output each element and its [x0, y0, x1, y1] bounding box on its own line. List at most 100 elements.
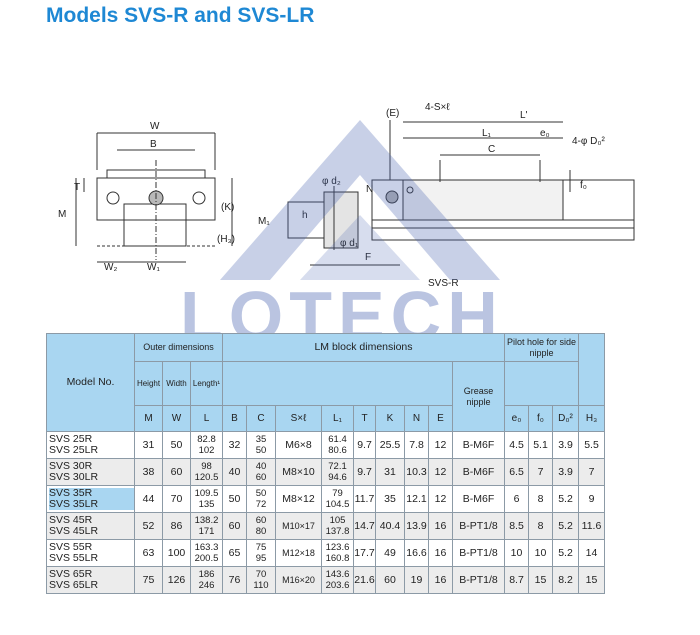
dim-W2: W₂	[104, 262, 117, 273]
height-header: Height	[134, 361, 163, 406]
blank-header	[578, 333, 605, 406]
cell-S: M8×10	[275, 458, 322, 486]
dim-N: N	[366, 184, 373, 195]
cell-N: 19	[404, 566, 429, 594]
sym-H3: H₃	[578, 405, 605, 432]
dim-B: B	[150, 139, 157, 150]
dim-f0: f₀	[580, 180, 587, 191]
sym-L1: L₁	[321, 405, 354, 432]
dim-W1: W₁	[147, 262, 160, 273]
sym-M: M	[134, 405, 163, 432]
cell-D0: 5.2	[552, 485, 579, 513]
cell-M: 52	[134, 512, 163, 540]
cell-H3: 15	[578, 566, 605, 594]
cell-grease: B-PT1/8	[452, 566, 505, 594]
cell-B: 65	[222, 539, 247, 567]
sym-L: L	[190, 405, 223, 432]
cell-f0: 15	[528, 566, 553, 594]
cell-D0: 3.9	[552, 431, 579, 459]
dim-d2: φ d₂	[322, 176, 341, 187]
sym-B: B	[222, 405, 247, 432]
cell-K: 60	[375, 566, 405, 594]
cell-N: 13.9	[404, 512, 429, 540]
cell-E: 12	[428, 485, 453, 513]
cell-S: M6×8	[275, 431, 322, 459]
cell-f0: 8	[528, 485, 553, 513]
cell-T: 9.7	[353, 431, 376, 459]
cell-H3: 7	[578, 458, 605, 486]
cell-e0: 8.7	[504, 566, 529, 594]
sym-S: S×ℓ	[275, 405, 322, 432]
cell-E: 16	[428, 539, 453, 567]
cell-W: 126	[162, 566, 191, 594]
dim-d1: φ d₁	[340, 238, 359, 249]
dim-M: M	[58, 209, 66, 220]
cell-S: M16×20	[275, 566, 322, 594]
cell-D0: 3.9	[552, 458, 579, 486]
sym-e0: e₀	[504, 405, 529, 432]
block-side	[402, 179, 564, 221]
dim-L1: L₁	[482, 128, 492, 139]
cell-f0: 5.1	[528, 431, 553, 459]
cell-K: 49	[375, 539, 405, 567]
spec-table: Model No. Outer dimensions LM block dime…	[46, 333, 605, 594]
technical-drawing: W B T M (K) (H₃) W₂ W₁ (E) 4-S×ℓ L' L₁ e…	[58, 102, 635, 289]
cell-f0: 10	[528, 539, 553, 567]
dim-S: 4-S×ℓ	[425, 102, 450, 113]
cell-grease: B-PT1/8	[452, 512, 505, 540]
cell-H3: 9	[578, 485, 605, 513]
lm-block-header: LM block dimensions	[222, 333, 505, 362]
sym-D0: D₀²	[552, 405, 579, 432]
cell-S: M10×17	[275, 512, 322, 540]
dim-h: h	[302, 210, 308, 221]
cell-T: 9.7	[353, 458, 376, 486]
cell-K: 40.4	[375, 512, 405, 540]
length-header: Length¹	[190, 361, 223, 406]
dim-T: T	[74, 182, 80, 193]
cell-M: 31	[134, 431, 163, 459]
cell-H3: 14	[578, 539, 605, 567]
dim-H3: (H₃)	[217, 234, 235, 245]
cell-W: 50	[162, 431, 191, 459]
sym-W: W	[162, 405, 191, 432]
cell-M: 38	[134, 458, 163, 486]
dim-C: C	[488, 144, 495, 155]
sym-f0: f₀	[528, 405, 553, 432]
cell-K: 31	[375, 458, 405, 486]
cell-W: 86	[162, 512, 191, 540]
view-label: SVS-R	[428, 278, 459, 289]
cell-E: 12	[428, 458, 453, 486]
cell-H3: 11.6	[578, 512, 605, 540]
cell-E: 12	[428, 431, 453, 459]
cell-N: 16.6	[404, 539, 429, 567]
dim-F: F	[365, 252, 371, 263]
cell-K: 25.5	[375, 431, 405, 459]
cell-B: 32	[222, 431, 247, 459]
cell-e0: 10	[504, 539, 529, 567]
width-header: Width	[162, 361, 191, 406]
cell-e0: 4.5	[504, 431, 529, 459]
dim-E: (E)	[386, 108, 399, 119]
grease-nipple-header: Grease nipple	[452, 361, 505, 432]
pilot-hole-header: Pilot hole for side nipple	[504, 333, 579, 362]
cell-W: 60	[162, 458, 191, 486]
